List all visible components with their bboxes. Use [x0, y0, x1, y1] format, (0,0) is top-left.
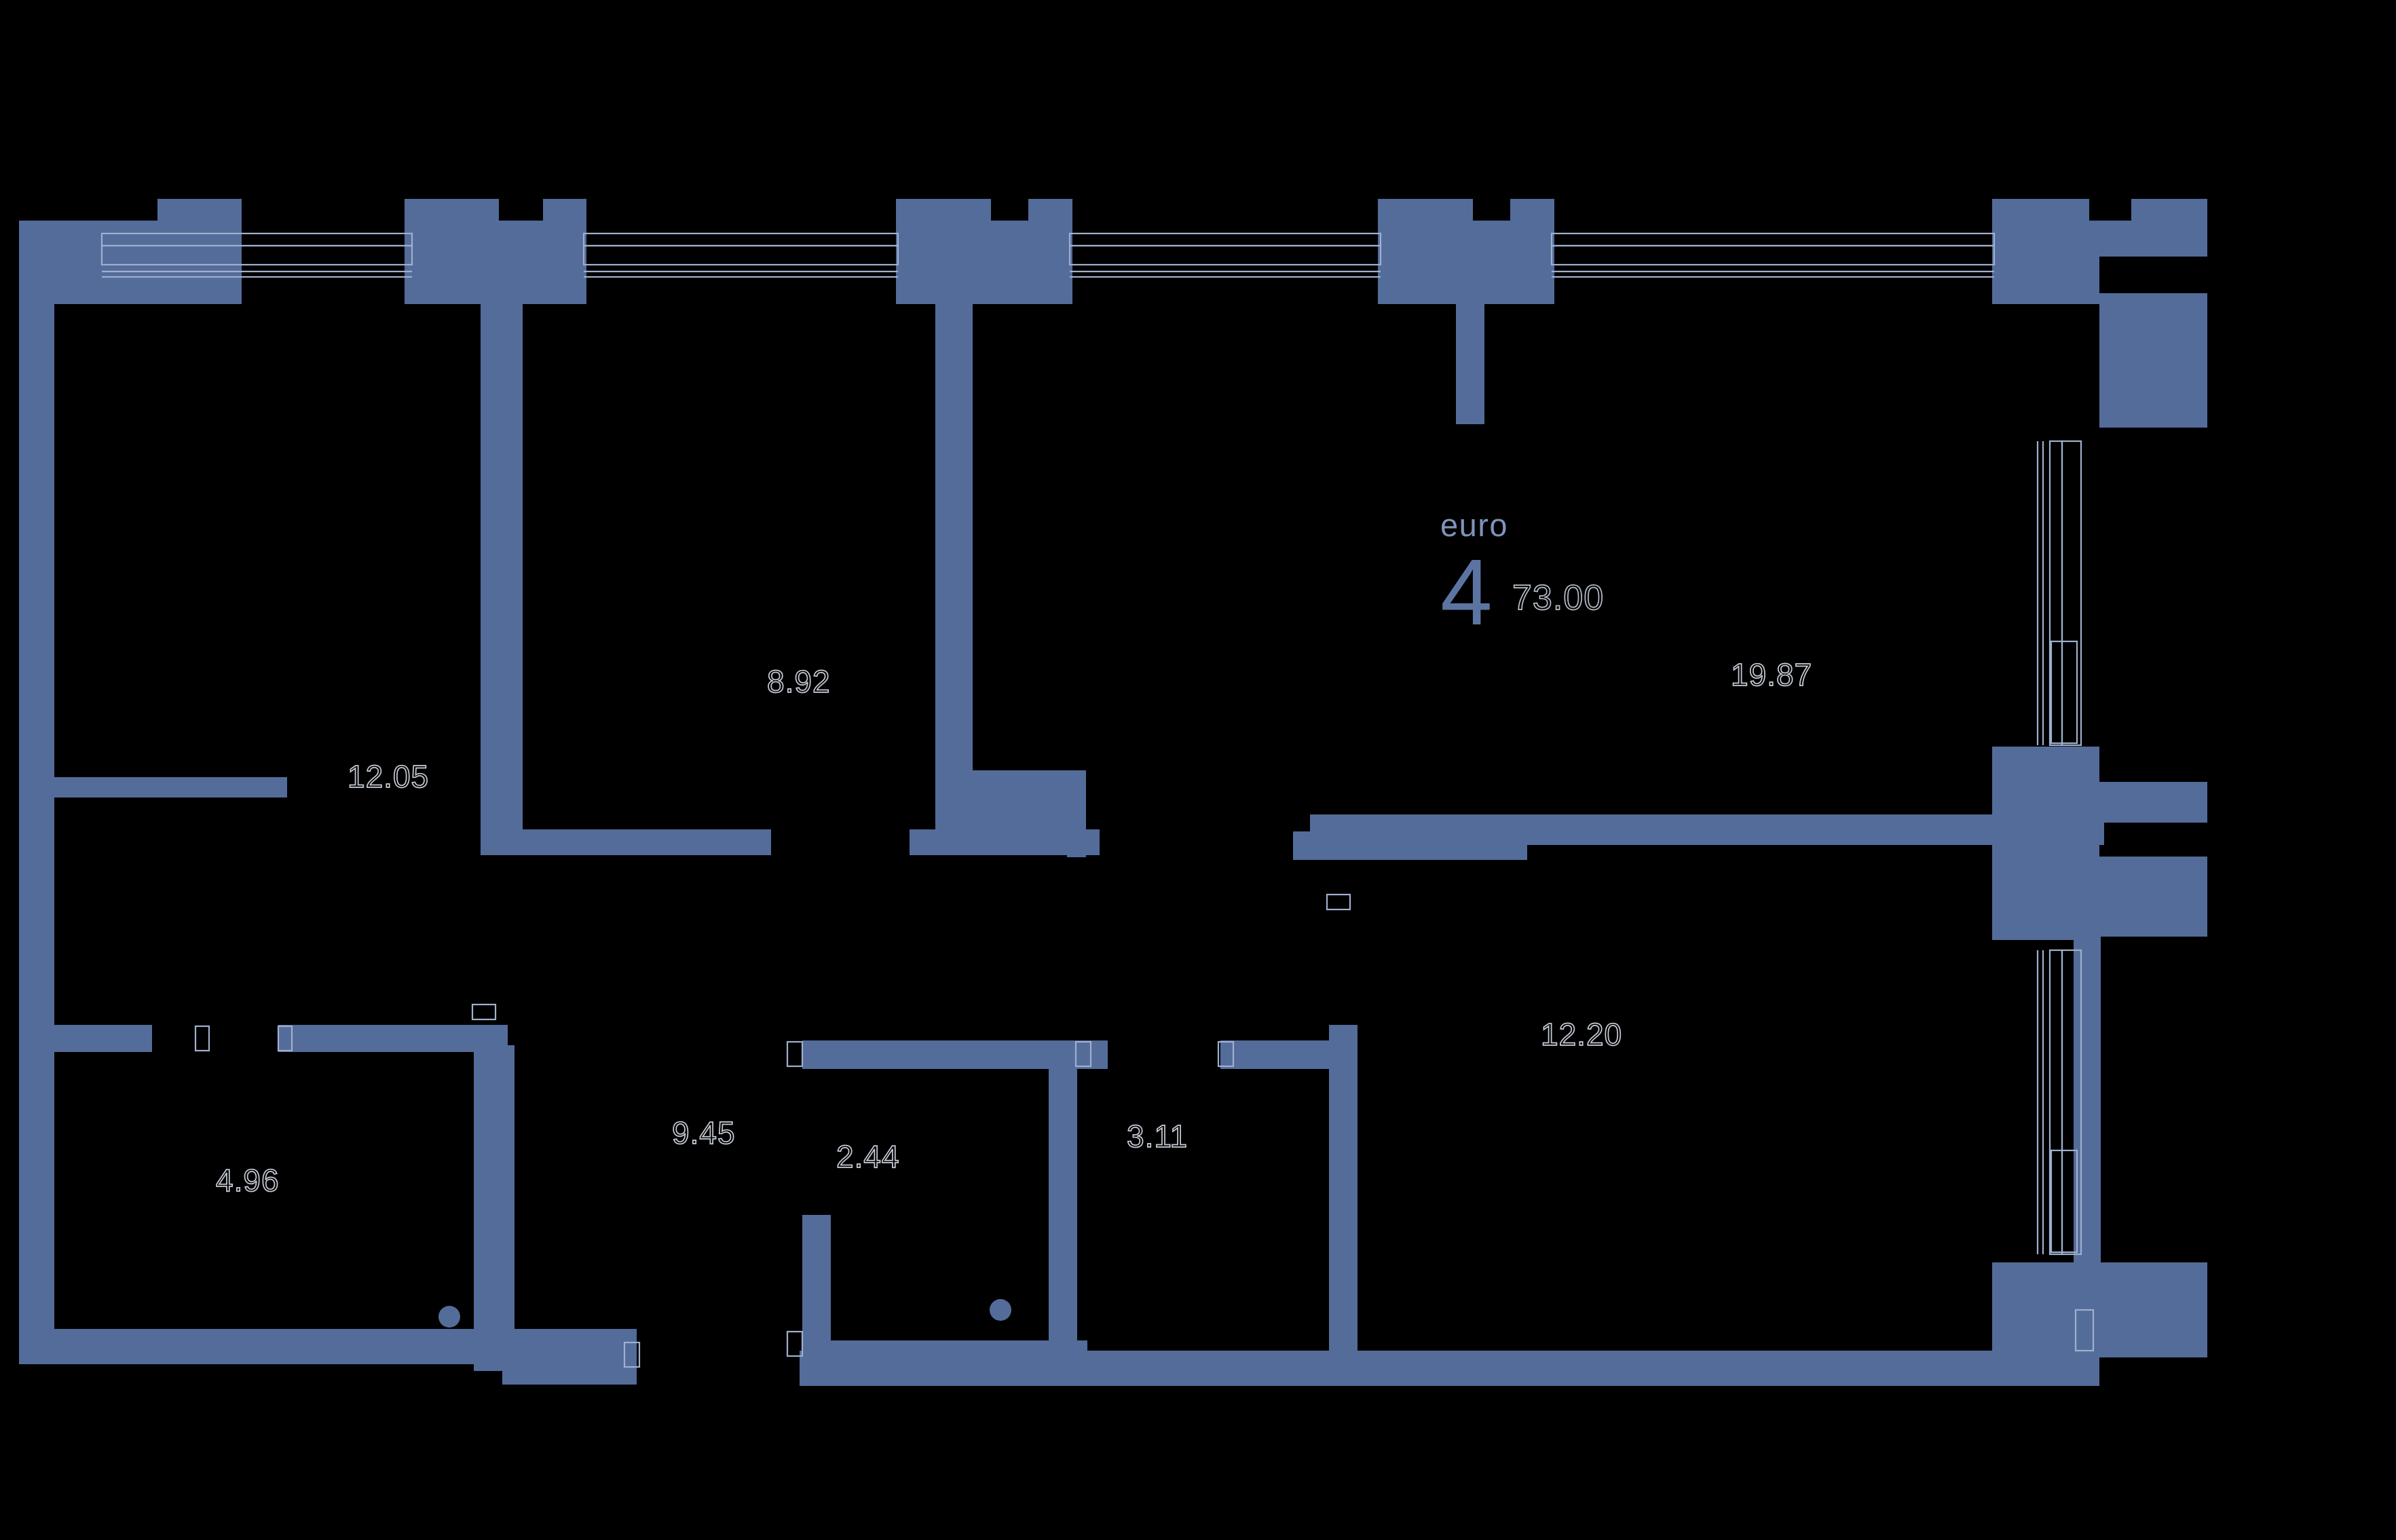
- wall-divider-left-room: [19, 777, 287, 797]
- wall-interior-vertical-center: [935, 292, 973, 835]
- badge-rooms-count: 4: [1440, 540, 1493, 645]
- wall-stub-kitchen-top: [1456, 292, 1484, 424]
- wall-pillar-top-2: [405, 199, 586, 304]
- wall-pillar-top-4: [1378, 199, 1554, 304]
- wall-corner-top-left: [19, 199, 242, 304]
- wall-interior-horizontal-8-92: [481, 829, 771, 855]
- door-jamb-markers: [194, 893, 2095, 1368]
- wall-exterior-bottom-left-step: [502, 1351, 637, 1385]
- area-label-bedroom-2: 12.20: [1541, 1017, 1622, 1052]
- area-label-bathroom: 2.44: [836, 1139, 900, 1174]
- wall-niche-top: [964, 770, 1086, 791]
- wall-bedroom3-top-b: [278, 1025, 495, 1052]
- window-top-1: [100, 232, 413, 278]
- wall-pillar-right-mid: [1992, 747, 2207, 940]
- wall-interior-horizontal-kitchen-step: [1293, 831, 1527, 860]
- area-label-bedroom-1: 8.92: [767, 664, 831, 699]
- fixture-layer: [438, 802, 1022, 1328]
- wall-bath-bottom: [802, 1340, 1087, 1369]
- wall-exterior-right-lower: [2074, 909, 2101, 1266]
- wall-wc-right: [1329, 1025, 1358, 1368]
- window-top-2: [582, 232, 899, 278]
- area-label-hall: 9.45: [672, 1115, 736, 1150]
- badge-type-label: euro: [1440, 507, 1508, 543]
- badge-total-area: 73.00: [1512, 578, 1604, 618]
- window-right-1: [2036, 440, 2082, 747]
- fixture-dot-bathroom: [990, 1299, 1011, 1321]
- wall-corner-bottom-right: [1992, 1262, 2207, 1386]
- area-label-layer: 12.05 8.92 19.87 12.20 4.96 9.45 2.44 3.…: [215, 656, 1812, 1199]
- wall-bedroom3-right-step: [474, 1045, 514, 1371]
- wall-bath-divider: [1049, 1040, 1077, 1353]
- window-layer: [100, 232, 2095, 1368]
- area-label-bedroom-3: 4.96: [216, 1163, 280, 1198]
- window-top-3: [1068, 232, 1382, 278]
- area-label-wc: 3.11: [1127, 1119, 1188, 1154]
- window-right-2: [2036, 949, 2082, 1256]
- wall-stub-8-92-right: [481, 292, 523, 509]
- wall-exterior-left: [19, 292, 54, 1364]
- area-label-living: 12.05: [348, 759, 429, 794]
- wall-pillar-top-3: [896, 199, 1072, 304]
- fixture-dot-niche: [997, 802, 1022, 826]
- area-label-kitchen: 19.87: [1731, 657, 1812, 692]
- wall-bedroom3-top-a: [19, 1025, 152, 1052]
- wall-layer: [19, 199, 2207, 1386]
- wall-corner-top-right: [1992, 199, 2207, 428]
- fixture-dot-bedroom3: [438, 1306, 460, 1328]
- window-top-4: [1550, 232, 1996, 278]
- plan-badge: euro 4 73.00: [1440, 507, 1604, 645]
- wall-niche-bottom: [910, 829, 1100, 855]
- wall-interior-vertical-left-c: [481, 506, 514, 854]
